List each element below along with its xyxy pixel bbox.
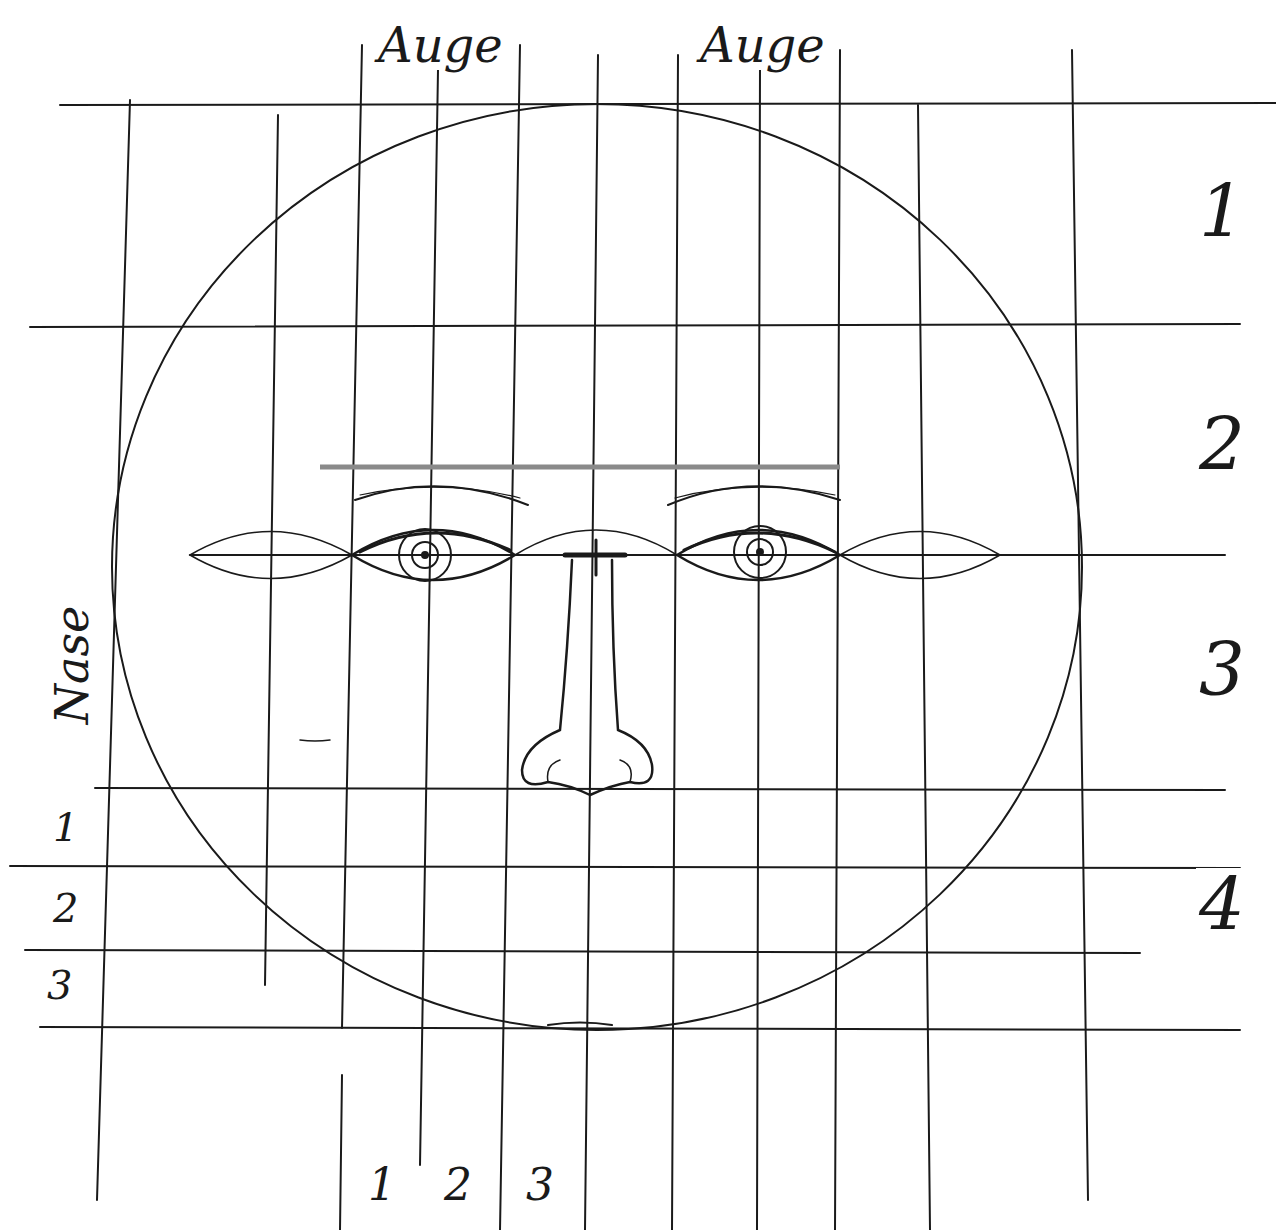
nose-label: Nase: [48, 603, 96, 728]
section-number: 4: [1196, 868, 1248, 942]
eye-label: Auge: [375, 20, 506, 70]
nose-section-number: 1: [50, 806, 81, 848]
section-number: 1: [1196, 175, 1248, 249]
nose-section-number: 3: [44, 964, 75, 1006]
eye-width-number: 2: [441, 1162, 475, 1208]
eye-label: Auge: [697, 20, 828, 70]
section-number: 3: [1196, 633, 1248, 707]
section-number: 2: [1196, 408, 1248, 482]
nose-section-number: 2: [50, 887, 81, 929]
eye-width-number: 1: [365, 1162, 399, 1208]
eye-width-number: 3: [523, 1162, 557, 1208]
